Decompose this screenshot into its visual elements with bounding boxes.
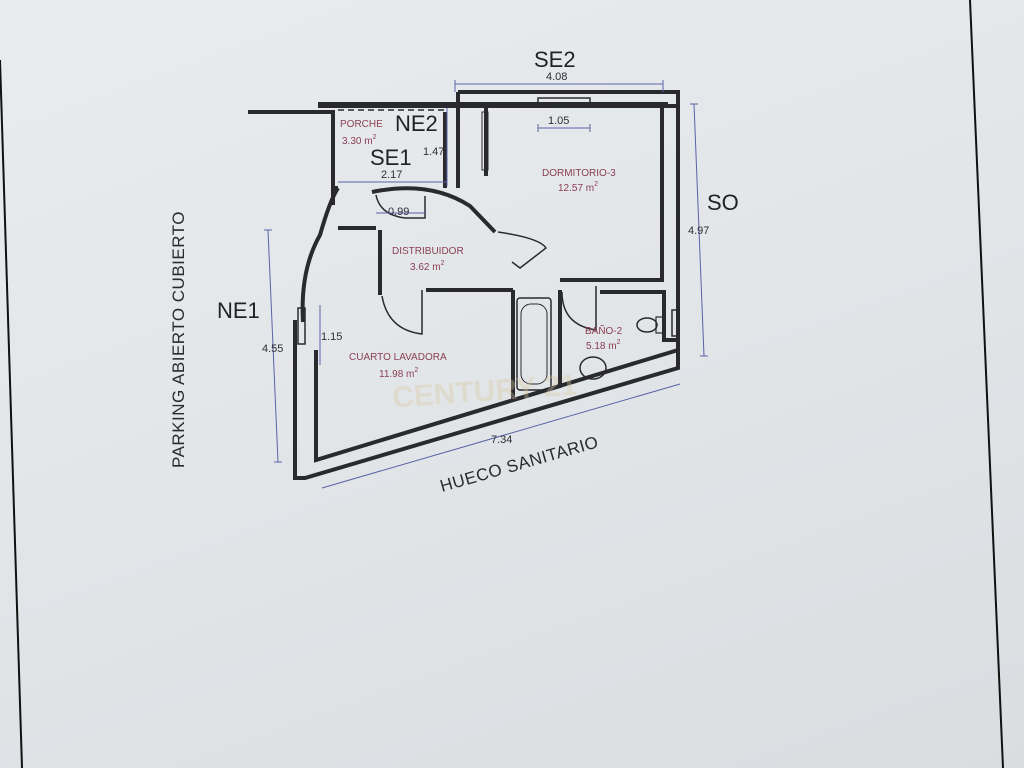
label-parking: PARKING ABIERTO CUBIERTO	[169, 211, 188, 468]
dim-top-width: 4.08	[546, 71, 567, 83]
room-dormitorio-name: DORMITORIO-3	[542, 168, 616, 179]
dimension-lines	[264, 80, 708, 489]
label-ne1: NE1	[217, 298, 260, 323]
door-bano	[561, 286, 597, 331]
dim-distrib-door: 0.99	[388, 206, 409, 218]
dim-porche-height: 1.47	[423, 146, 444, 158]
label-so: SO	[707, 190, 739, 215]
window-bano	[671, 309, 680, 337]
room-distribuidor-area: 3.62 m2	[410, 260, 445, 273]
dim-window-left: 1.15	[321, 331, 342, 343]
sheet-border-left	[0, 59, 23, 768]
label-hueco-sanitario: HUECO SANITARIO	[438, 432, 601, 495]
interior-walls	[300, 102, 680, 463]
window-left	[297, 307, 306, 345]
bathtub	[516, 297, 552, 391]
dim-bottom-width: 7.34	[491, 434, 512, 446]
label-se2: SE2	[534, 47, 576, 72]
windows	[297, 97, 680, 345]
toilet	[636, 317, 658, 333]
sheet-border-right	[969, 0, 1004, 768]
dim-right-height: 4.97	[688, 225, 709, 237]
door-dormitorio	[497, 231, 547, 269]
bathtub-inner	[520, 303, 548, 385]
room-lavadora-name: CUARTO LAVADORA	[349, 352, 447, 363]
room-dormitorio-area: 12.57 m2	[558, 181, 598, 194]
fixtures	[516, 297, 665, 391]
window-dormitorio	[481, 111, 489, 171]
exterior-walls	[248, 90, 680, 480]
label-se1: SE1	[370, 145, 412, 170]
label-ne2: NE2	[395, 111, 438, 136]
room-porche-name: PORCHE	[340, 119, 383, 130]
door-lavadora	[381, 290, 423, 335]
washbasin	[579, 356, 607, 380]
room-lavadora-area: 11.98 m2	[379, 367, 418, 380]
dim-window-top: 1.05	[548, 115, 569, 127]
dim-porche-width: 2.17	[381, 169, 402, 181]
room-distribuidor-name: DISTRIBUIDOR	[392, 246, 464, 257]
dim-left-height: 4.55	[262, 343, 283, 355]
room-bano-name: BAÑO-2	[585, 324, 623, 337]
room-porche-area: 3.30 m2	[342, 134, 377, 147]
window-top	[537, 97, 591, 107]
room-bano-area: 5.18 m2	[586, 339, 621, 352]
